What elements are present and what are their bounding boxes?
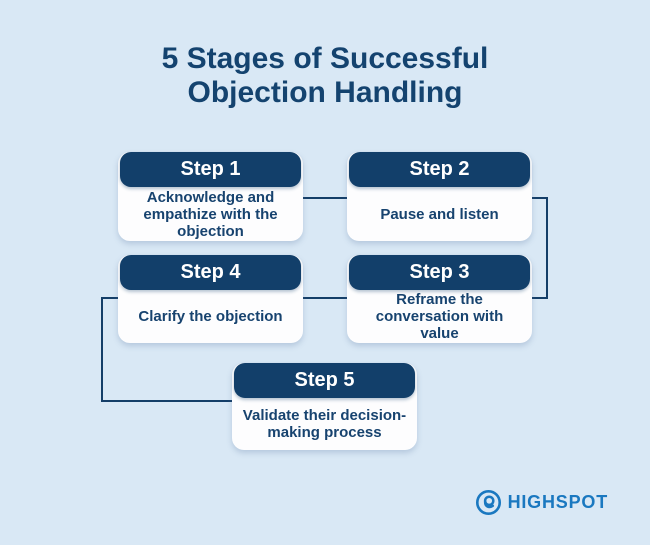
step-3-line-1: Reframe the [396,291,483,308]
title-line-1: 5 Stages of Successful [161,42,489,75]
step-2-description: Pause and listen [347,187,532,241]
step-5-line-1: Validate their decision- [242,407,407,424]
step-4-label: Step 4 [180,261,241,283]
step-2-line-1: Pause and listen [380,205,499,223]
connector-step2-step3-vertical [546,197,548,299]
step-1-line-2: empathize with the [143,205,278,223]
step-5-line-2: making process [267,424,382,441]
step-card-2: Pause and listen Step 2 [347,152,532,241]
step-3-description: Reframe the conversation with value [347,290,532,343]
step-card-3: Reframe the conversation with value Step… [347,255,532,343]
step-1-label: Step 1 [180,158,241,180]
connector-step4-step5-vertical [101,297,103,402]
page-title: 5 Stages of Successful Objection Handlin… [0,42,650,110]
connector-step2-step3-top [532,197,548,199]
step-card-5: Validate their decision- making process … [232,363,417,450]
highspot-logo: HIGHSPOT [475,489,608,516]
step-5-description: Validate their decision- making process [232,398,417,450]
title-line-2: Objection Handling [187,76,463,109]
step-1-description: Acknowledge and empathize with the objec… [118,187,303,241]
step-card-1: Acknowledge and empathize with the objec… [118,152,303,241]
step-3-header: Step 3 [349,255,530,290]
highspot-spiral-icon [475,490,501,515]
connector-step2-step3-bottom [532,297,548,299]
connector-step4-step5-bottom [101,400,232,402]
step-2-label: Step 2 [409,158,470,180]
step-2-header: Step 2 [349,152,530,187]
step-1-line-1: Acknowledge and [146,188,275,206]
step-3-line-2: conversation with value [375,308,504,342]
step-4-header: Step 4 [120,255,301,290]
connector-step3-step4 [303,297,347,299]
connector-step1-step2 [303,197,347,199]
connector-step4-step5-top [101,297,118,299]
step-4-description: Clarify the objection [118,290,303,343]
step-3-label: Step 3 [409,261,470,283]
highspot-wordmark: HIGHSPOT [507,492,608,512]
step-5-header: Step 5 [234,363,415,398]
step-card-4: Clarify the objection Step 4 [118,255,303,343]
step-5-label: Step 5 [294,369,355,391]
step-1-header: Step 1 [120,152,301,187]
step-1-line-3: objection [177,222,244,240]
step-4-line-1: Clarify the objection [138,308,283,325]
